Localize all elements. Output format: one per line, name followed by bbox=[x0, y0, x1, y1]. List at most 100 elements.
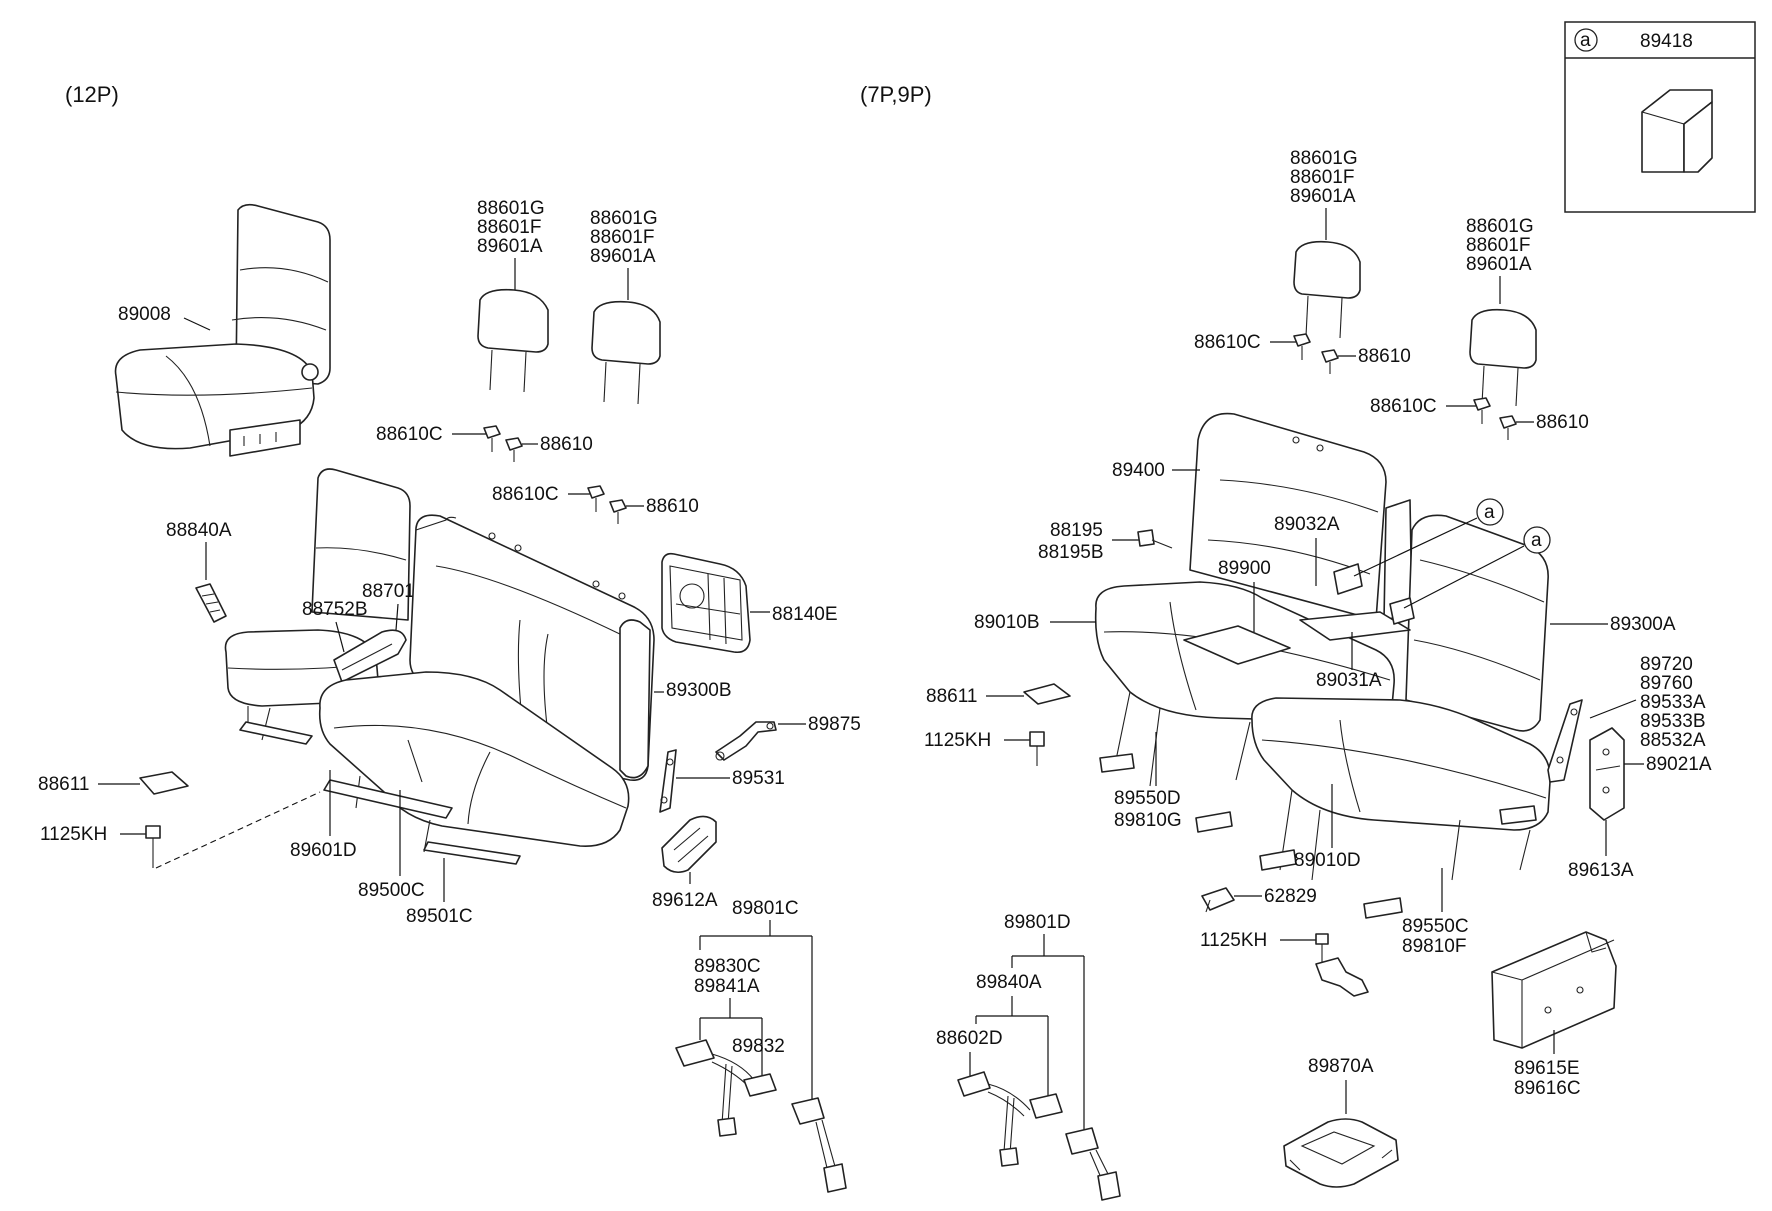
section-title-12p: (12P) bbox=[65, 82, 119, 107]
bolt-1125kh-left-drawing bbox=[145, 825, 161, 868]
cap-88611-right-drawing bbox=[1023, 683, 1071, 705]
bench-seat-7p-9p-drawing bbox=[1094, 412, 1551, 919]
bolt-88195-drawing bbox=[1137, 529, 1173, 549]
label-88840a: 88840A bbox=[166, 520, 232, 541]
label-88610c-1: 88610C bbox=[376, 424, 443, 445]
guide-88610c-1-drawing bbox=[483, 425, 501, 452]
bracket-89720-drawing bbox=[1547, 699, 1583, 783]
cap-88611-left-drawing bbox=[139, 771, 189, 795]
label-89801d: 89801D bbox=[1004, 912, 1071, 933]
guide-88610c-3-drawing bbox=[1293, 333, 1311, 360]
tray-88140e-drawing bbox=[661, 552, 751, 654]
label-89830c: 89830C bbox=[694, 956, 761, 977]
headrest-2a-drawing bbox=[1293, 240, 1361, 339]
label-89010d: 89010D bbox=[1294, 850, 1361, 871]
label-1125kh-right-2: 1125KH bbox=[1200, 930, 1267, 951]
ref-a-1: a bbox=[1484, 502, 1495, 523]
buckle-88840a-drawing bbox=[195, 583, 227, 623]
label-88611-right: 88611 bbox=[926, 686, 977, 707]
headrest-1b-drawing bbox=[591, 300, 661, 405]
label-hr2b-88601g: 88601G bbox=[1466, 216, 1534, 237]
label-89031a: 89031A bbox=[1316, 670, 1382, 691]
guide-88610-3-drawing bbox=[1321, 349, 1339, 374]
ref-circle-a-2 bbox=[1523, 526, 1551, 554]
bracket-89875-drawing bbox=[715, 721, 777, 761]
label-89550d: 89550D bbox=[1114, 788, 1181, 809]
label-88140e: 88140E bbox=[772, 604, 838, 625]
label-88602d: 88602D bbox=[936, 1028, 1003, 1049]
legend-box: a 89418 bbox=[1564, 21, 1756, 213]
label-89533a: 89533A bbox=[1640, 692, 1706, 713]
label-hr1b-89601a: 89601A bbox=[590, 246, 656, 267]
label-88610c-2: 88610C bbox=[492, 484, 559, 505]
label-88610-1: 88610 bbox=[540, 434, 593, 455]
guide-88610-2-drawing bbox=[609, 499, 627, 524]
label-89021a: 89021A bbox=[1646, 754, 1712, 775]
label-hr1b-88601f: 88601F bbox=[590, 227, 654, 248]
label-89615e: 89615E bbox=[1514, 1058, 1580, 1079]
label-88610-2: 88610 bbox=[646, 496, 699, 517]
label-89300b: 89300B bbox=[666, 680, 732, 701]
label-hr1a-89601a: 89601A bbox=[477, 236, 543, 257]
label-89840a: 89840A bbox=[976, 972, 1042, 993]
label-89612a: 89612A bbox=[652, 890, 718, 911]
label-89870a: 89870A bbox=[1308, 1056, 1374, 1077]
label-89832: 89832 bbox=[732, 1036, 785, 1057]
ref-circle-a-1 bbox=[1476, 498, 1504, 526]
armrest-88752b-drawing bbox=[333, 629, 407, 683]
label-88610-3: 88610 bbox=[1358, 346, 1411, 367]
label-88610c-3: 88610C bbox=[1194, 332, 1261, 353]
label-89501c: 89501C bbox=[406, 906, 473, 927]
label-1125kh-left: 1125KH bbox=[40, 824, 107, 845]
clip-62829-drawing bbox=[1201, 887, 1235, 913]
label-89810f: 89810F bbox=[1402, 936, 1466, 957]
bracket-89870a-drawing bbox=[1283, 1118, 1399, 1188]
cover-89612a-drawing bbox=[661, 815, 717, 874]
bracket-89021a-drawing bbox=[1589, 727, 1625, 821]
label-89900: 89900 bbox=[1218, 558, 1271, 579]
label-88611-left: 88611 bbox=[38, 774, 89, 795]
belt-89801d-drawing bbox=[957, 1071, 1121, 1201]
ref-a-2: a bbox=[1531, 530, 1542, 551]
label-89613a: 89613A bbox=[1568, 860, 1634, 881]
label-89841a: 89841A bbox=[694, 976, 760, 997]
label-62829: 62829 bbox=[1264, 886, 1317, 907]
guide-88610c-2-drawing bbox=[587, 485, 605, 512]
bolt-1125kh-right-2-drawing bbox=[1315, 933, 1369, 997]
bench-seat-12p-drawing bbox=[318, 514, 655, 865]
label-hr2a-88601f: 88601F bbox=[1290, 167, 1354, 188]
belt-89801c-drawing bbox=[675, 1039, 847, 1193]
guide-88610-1-drawing bbox=[505, 437, 523, 462]
label-1125kh-right-1: 1125KH bbox=[924, 730, 991, 751]
label-89601d: 89601D bbox=[290, 840, 357, 861]
label-89810g: 89810G bbox=[1114, 810, 1182, 831]
label-89400: 89400 bbox=[1112, 460, 1165, 481]
pad-89418-drawing bbox=[1641, 89, 1713, 173]
legend-part-number: 89418 bbox=[1640, 31, 1693, 52]
label-89801c: 89801C bbox=[732, 898, 799, 919]
label-88701r: 88701R bbox=[362, 581, 429, 602]
headrest-1a-drawing bbox=[477, 288, 549, 393]
label-hr2b-89601a: 89601A bbox=[1466, 254, 1532, 275]
label-hr1a-88601g: 88601G bbox=[477, 198, 545, 219]
cover-89615e-drawing bbox=[1491, 931, 1617, 1049]
label-89010b: 89010B bbox=[974, 612, 1040, 633]
label-88610-4: 88610 bbox=[1536, 412, 1589, 433]
label-89533b: 89533B bbox=[1640, 711, 1706, 732]
label-hr2a-89601a: 89601A bbox=[1290, 186, 1356, 207]
label-88752b: 88752B bbox=[302, 599, 368, 620]
section-title-7p-9p: (7P,9P) bbox=[860, 82, 932, 107]
bolt-1125kh-right-1-drawing bbox=[1029, 731, 1045, 766]
front-seat-89008-drawing bbox=[114, 203, 331, 457]
legend-symbol: a bbox=[1580, 30, 1591, 51]
label-89760: 89760 bbox=[1640, 673, 1693, 694]
label-89500c: 89500C bbox=[358, 880, 425, 901]
label-89550c: 89550C bbox=[1402, 916, 1469, 937]
label-88610c-4: 88610C bbox=[1370, 396, 1437, 417]
label-89616c: 89616C bbox=[1514, 1078, 1581, 1099]
label-hr1a-88601f: 88601F bbox=[477, 217, 541, 238]
label-88532a: 88532A bbox=[1640, 730, 1706, 751]
label-88195: 88195 bbox=[1050, 520, 1103, 541]
guide-88610-4-drawing bbox=[1499, 415, 1517, 440]
